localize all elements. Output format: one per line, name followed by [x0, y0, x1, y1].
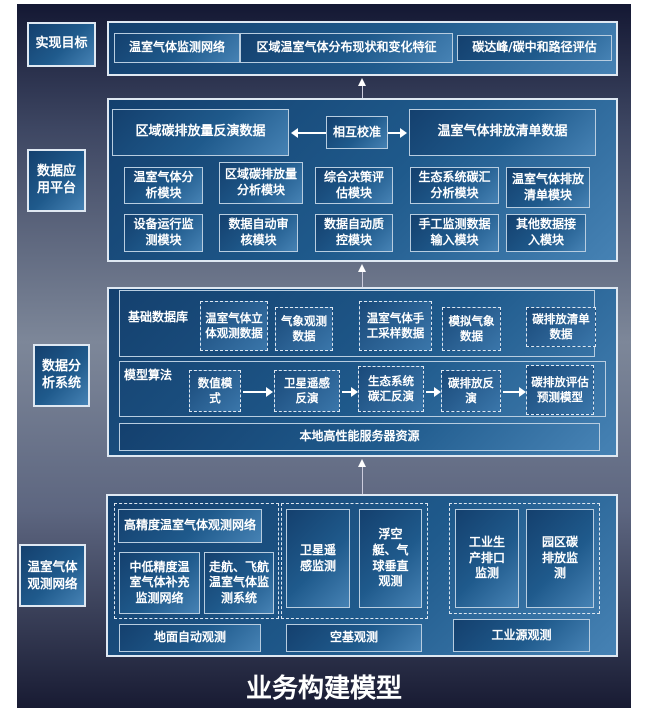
connector-line [362, 266, 363, 287]
module: 其他数据接入模块 [506, 214, 586, 252]
module: 数据自动审核模块 [219, 214, 298, 252]
database-frame [119, 290, 595, 357]
layer-label-platform: 数据应用平台 [27, 149, 86, 212]
group-industry: 工业源观测 [453, 619, 590, 652]
air-item: 浮空艇、气球垂直观测 [359, 509, 422, 608]
module: 温室气体排放清单模块 [506, 167, 590, 208]
arrow-right-icon [342, 387, 358, 397]
ground-item: 中低精度温室气体补充监测网络 [119, 552, 200, 614]
goal-item: 温室气体监测网络 [114, 33, 240, 63]
db-item: 碳排放清单数据 [526, 307, 596, 347]
db-item: 温室气体立体观测数据 [200, 301, 268, 351]
diagram-title: 业务构建模型 [245, 674, 402, 704]
ground-item: 高精度温室气体观测网络 [118, 509, 262, 543]
model-frame [119, 361, 606, 417]
server-resources: 本地高性能服务器资源 [119, 423, 600, 451]
arrow-up-icon [358, 459, 366, 467]
inversion-data: 区域碳排放量反演数据 [112, 109, 289, 156]
layer-label-analysis: 数据分析系统 [33, 344, 90, 407]
goal-item: 碳达峰/碳中和路径评估 [457, 35, 612, 61]
inventory-data: 温室气体排放清单数据 [409, 109, 596, 156]
module: 设备运行监测模块 [124, 214, 203, 252]
group-ground: 地面自动观测 [119, 624, 261, 652]
model-label: 模型算法 [124, 368, 173, 382]
model-item: 生态系统碳汇反演 [358, 366, 424, 412]
connector-line [362, 80, 363, 98]
db-item: 模拟气象数据 [442, 307, 501, 351]
industry-item: 园区碳排放监测 [526, 509, 594, 608]
model-item: 碳排放反演 [441, 370, 501, 412]
model-item: 碳排放评估预测模型 [526, 365, 594, 415]
arrow-right-icon [426, 387, 441, 397]
goal-item: 区域温室气体分布现状和变化特征 [240, 33, 453, 63]
calibrate-box: 相互校准 [326, 116, 388, 149]
ground-item: 走航、飞航温室气体监测系统 [204, 552, 274, 614]
db-item: 温室气体手工采样数据 [359, 301, 432, 351]
module: 区域碳排放量分析模块 [219, 162, 303, 204]
module: 综合决策评估模块 [315, 167, 393, 204]
database-label: 基础数据库 [128, 310, 189, 324]
arrow-up-icon [358, 78, 366, 86]
module: 数据自动质控模块 [315, 214, 393, 252]
layer-label-goal: 实现目标 [27, 22, 96, 67]
model-item: 卫星遥感反演 [274, 370, 340, 412]
arrow-left-icon [291, 128, 326, 138]
air-item: 卫星遥感监测 [286, 509, 350, 608]
industry-item: 工业生产排口监测 [455, 509, 519, 608]
module: 手工监测数据输入模块 [410, 214, 499, 252]
arrow-right-icon [503, 387, 526, 397]
module: 温室气体分析模块 [124, 167, 203, 204]
ground-frame [114, 503, 279, 619]
arrow-right-icon [388, 128, 407, 138]
arrow-up-icon [358, 264, 366, 272]
group-air: 空基观测 [286, 624, 422, 652]
air-frame [281, 503, 428, 619]
arrow-right-icon [243, 387, 273, 397]
layer-label-network: 温室气体观测网络 [19, 544, 86, 607]
module: 生态系统碳汇分析模块 [410, 167, 499, 204]
industry-frame [449, 503, 600, 614]
model-item: 数值模式 [189, 370, 241, 412]
connector-line [362, 461, 363, 494]
db-item: 气象观测数据 [275, 307, 333, 351]
